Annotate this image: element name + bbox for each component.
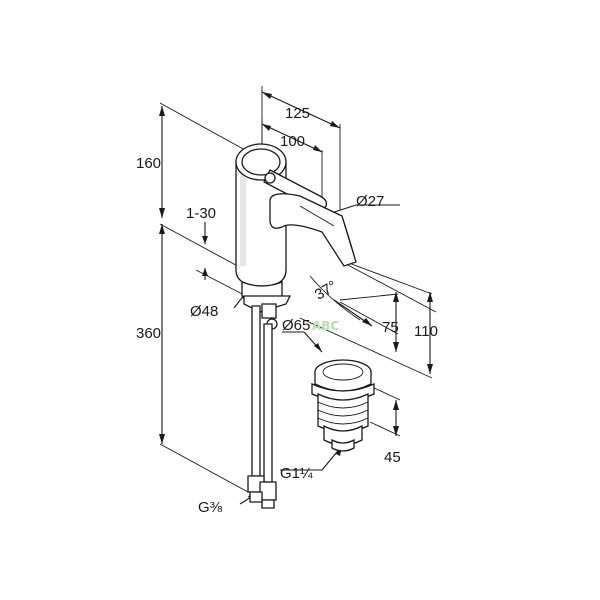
faucet-body — [235, 143, 357, 330]
dim-waste-diameter-label: Ø65 — [282, 317, 310, 334]
supply-hoses — [247, 305, 277, 509]
dim-spout-diameter-label: Ø27 — [356, 193, 384, 210]
dim-body-diameter-label: Ø48 — [190, 303, 218, 320]
dim-1-30-label: 1-30 — [186, 205, 216, 222]
dim-360-label: 360 — [136, 325, 161, 342]
watermark: ABC — [312, 319, 339, 333]
dim-100-label: 100 — [280, 133, 305, 150]
dim-125-label: 125 — [285, 105, 310, 122]
dim-110-label: 110 — [414, 323, 438, 340]
dimension-lines — [159, 86, 437, 505]
dim-160-label: 160 — [136, 155, 161, 172]
dimension-labels: 125 100 160 1-30 360 Ø27 Ø48 Ø65 37° 75 … — [136, 105, 438, 516]
dim-hose-thread-label: G⅜ — [198, 499, 223, 516]
dim-waste-thread-label: G1¼ — [280, 465, 313, 482]
dim-45-label: 45 — [384, 449, 401, 466]
dim-75-label: 75 — [382, 319, 399, 336]
waste-valve — [311, 359, 375, 452]
dim-angle-label: 37° — [312, 278, 340, 304]
